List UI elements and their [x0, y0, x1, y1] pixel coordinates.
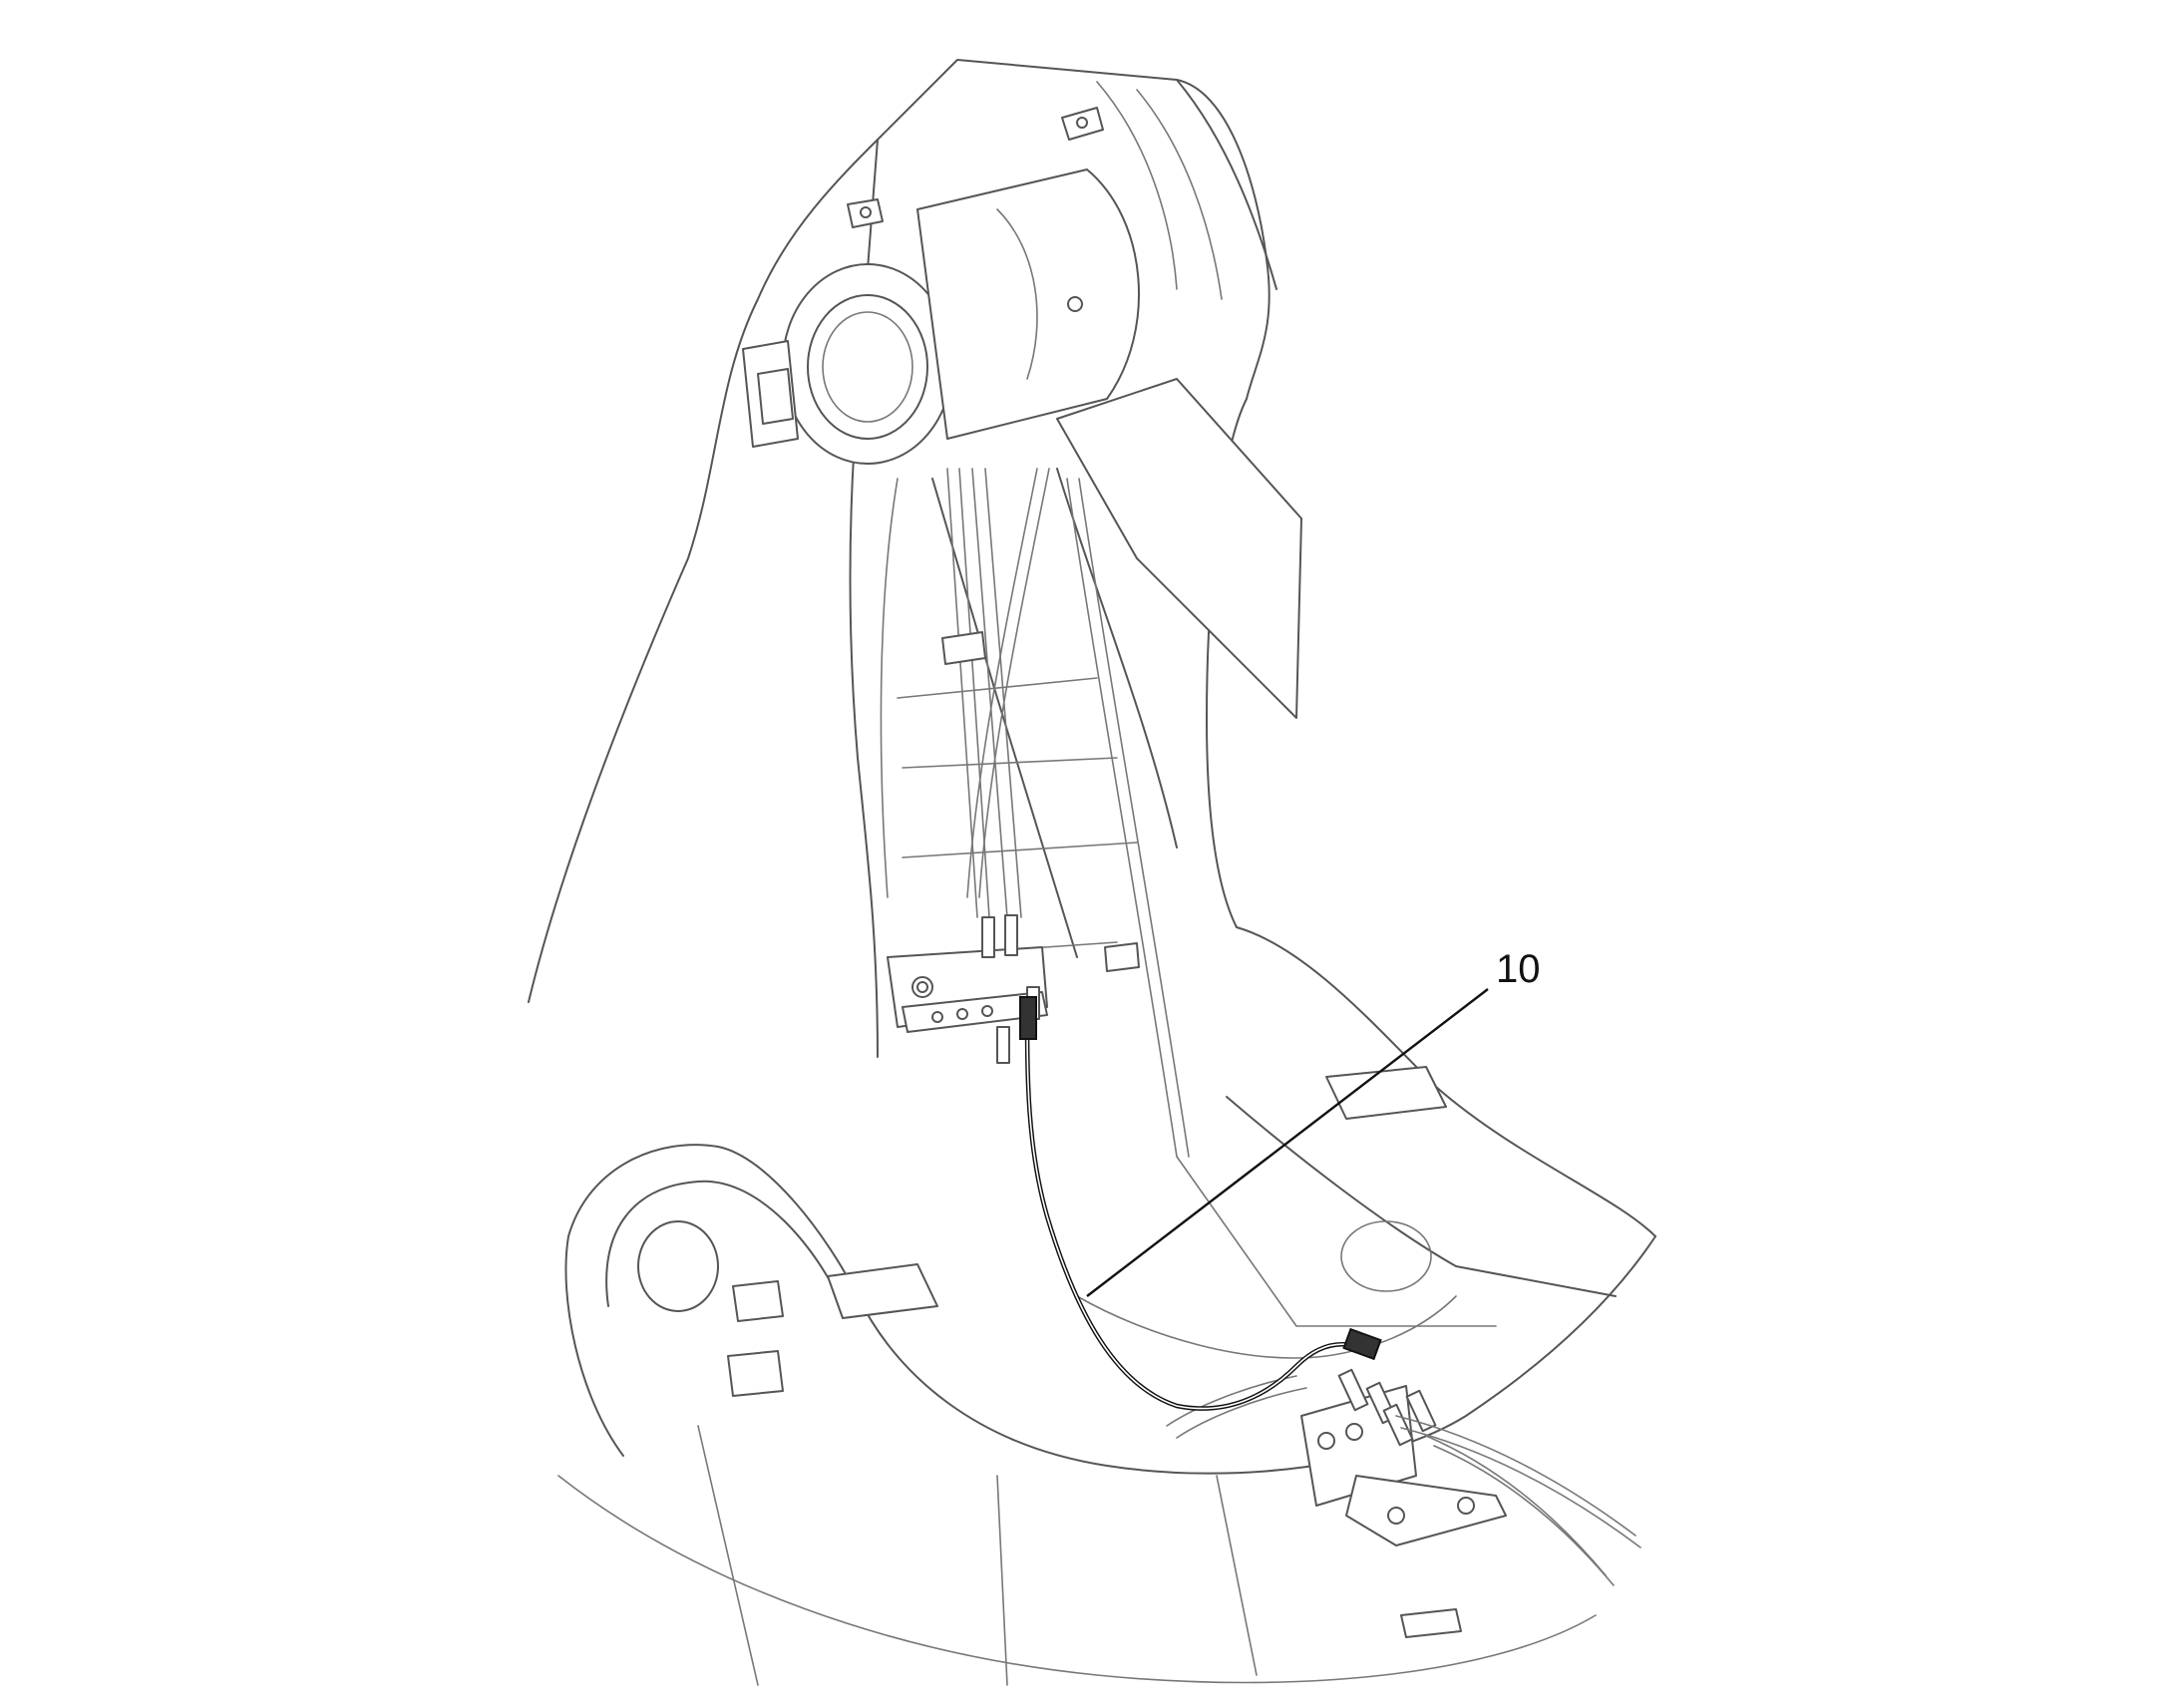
outgoing-hoses — [1166, 1375, 1641, 1586]
pivot-boss — [782, 107, 1302, 719]
boom-hoses — [941, 468, 1190, 1158]
callout-10: 10 — [1086, 947, 1541, 1297]
frame-pads — [727, 1066, 1462, 1638]
callout-label: 10 — [1496, 947, 1541, 991]
frame-fitting-plate — [1300, 1368, 1507, 1546]
highlighted-hose-item-10 — [1019, 996, 1382, 1411]
boom-fitting-plate — [887, 914, 1048, 1064]
side-bracket — [742, 340, 799, 448]
callout-leader — [1086, 988, 1489, 1297]
lower-frame — [557, 926, 1656, 1686]
